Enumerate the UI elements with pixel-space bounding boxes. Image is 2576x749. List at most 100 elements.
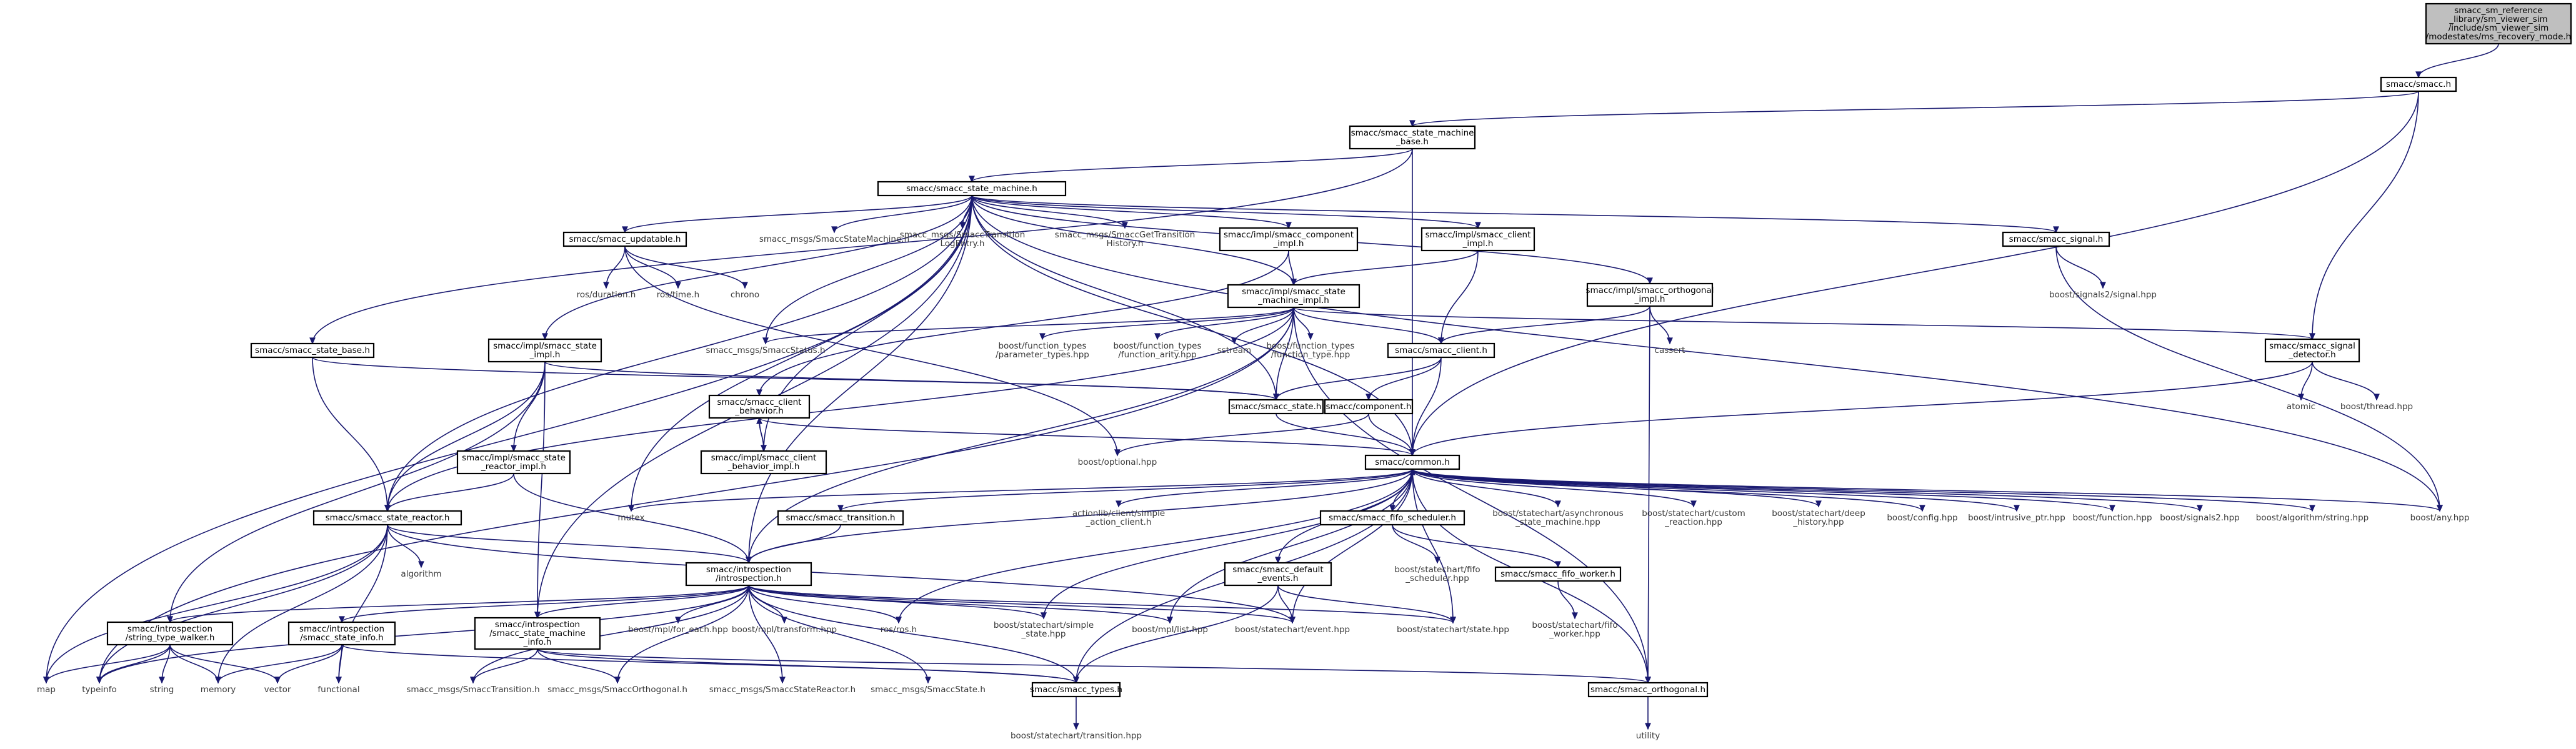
node-sc-state[interactable]: boost/statechart/state.hpp — [1397, 625, 1509, 635]
node-label: _reactor_impl.h — [481, 462, 546, 472]
node-atomic[interactable]: atomic — [2287, 402, 2315, 412]
node-state-reactor[interactable]: smacc/smacc_state_reactor.h — [312, 510, 462, 526]
node-client-behavior-impl[interactable]: smacc/impl/smacc_client_behavior_impl.h — [700, 450, 827, 475]
node-state-h[interactable]: smacc/smacc_state.h — [1228, 399, 1324, 415]
node-ros-h[interactable]: ros/ros.h — [881, 625, 917, 635]
node-signals2-hpp[interactable]: boost/signals2.hpp — [2160, 513, 2240, 523]
node-state-info[interactable]: smacc/introspection/smacc_state_info.h — [287, 621, 396, 646]
node-msg-status[interactable]: smacc_msgs/SmaccStatus.h — [706, 345, 825, 355]
node-mutex[interactable]: mutex — [617, 513, 644, 523]
node-string-type-walker[interactable]: smacc/introspection/string_type_walker.h — [106, 621, 234, 646]
node-mpl-for-each[interactable]: boost/mpl/for_each.hpp — [628, 625, 728, 635]
node-msg-state[interactable]: smacc_msgs/SmaccState.h — [871, 685, 986, 695]
edge-state-reactor-to-sc-event — [387, 524, 1295, 624]
node-msg-state-reactor[interactable]: smacc_msgs/SmaccStateReactor.h — [709, 685, 856, 695]
node-sc-simple-state[interactable]: boost/statechart/simple_state.hpp — [994, 620, 1094, 639]
arrowhead — [762, 337, 769, 345]
node-memory[interactable]: memory — [201, 685, 236, 695]
edge-transition-h-to-introspection-h — [746, 524, 841, 564]
node-state-machine-base[interactable]: smacc/smacc_state_machine_base.h — [1349, 125, 1476, 150]
node-updatable[interactable]: smacc/smacc_updatable.h — [562, 231, 687, 247]
node-vector[interactable]: vector — [264, 685, 291, 695]
node-label: smacc_msgs/SmaccStateMachine.h — [759, 234, 909, 244]
node-state-machine[interactable]: smacc/smacc_state_machine.h — [877, 181, 1067, 197]
node-sstream[interactable]: sstream — [1217, 345, 1251, 355]
node-client-impl[interactable]: smacc/impl/smacc_client_impl.h — [1420, 227, 1535, 252]
node-typeinfo[interactable]: typeinfo — [82, 685, 116, 695]
node-sc-deep[interactable]: boost/statechart/deep_history.hpp — [1772, 508, 1865, 527]
node-sc-async[interactable]: boost/statechart/asynchronous_state_mach… — [1492, 508, 1624, 527]
node-sc-fifo-scheduler[interactable]: boost/statechart/fifo_scheduler.hpp — [1394, 565, 1480, 583]
node-msg-transition[interactable]: smacc_msgs/SmaccTransition.h — [406, 685, 539, 695]
arrowhead — [2309, 505, 2315, 512]
node-functional[interactable]: functional — [317, 685, 359, 695]
node-smacc-h[interactable]: smacc/smacc.h — [2380, 76, 2457, 92]
node-algorithm-string[interactable]: boost/algorithm/string.hpp — [2256, 513, 2369, 523]
node-fifo-scheduler[interactable]: smacc/smacc_fifo_scheduler.h — [1319, 510, 1465, 526]
node-signal-detector[interactable]: smacc/smacc_signal_detector.h — [2264, 338, 2360, 363]
node-label: smacc/smacc_signal — [2269, 341, 2355, 351]
node-fifo-worker[interactable]: smacc/smacc_fifo_worker.h — [1494, 566, 1622, 582]
node-thread-hpp[interactable]: boost/thread.hpp — [2340, 402, 2413, 412]
node-state-reactor-impl[interactable]: smacc/impl/smacc_state_reactor_impl.h — [456, 450, 571, 475]
node-action-client[interactable]: actionlib/client/simple_action_client.h — [1072, 508, 1165, 527]
edge-introspection-h-to-msg-state — [748, 585, 931, 684]
node-label: _history.hpp — [1792, 517, 1844, 527]
node-mpl-list[interactable]: boost/mpl/list.hpp — [1132, 625, 1208, 635]
node-ros-duration[interactable]: ros/duration.h — [577, 290, 636, 300]
node-string[interactable]: string — [150, 685, 174, 695]
node-function-hpp[interactable]: boost/function.hpp — [2072, 513, 2152, 523]
node-sc-custom[interactable]: boost/statechart/custom_reaction.hpp — [1642, 508, 1745, 527]
node-msg-state-machine[interactable]: smacc_msgs/SmaccStateMachine.h — [759, 234, 909, 244]
node-mpl-transform[interactable]: boost/mpl/transform.hpp — [732, 625, 837, 635]
arrowhead — [1450, 617, 1456, 624]
node-component-impl[interactable]: smacc/impl/smacc_component_impl.h — [1219, 227, 1359, 252]
node-box — [685, 562, 812, 587]
node-ft-param-types[interactable]: boost/function_types/parameter_types.hpp — [996, 341, 1089, 360]
node-sc-transition[interactable]: boost/statechart/transition.hpp — [1011, 731, 1142, 741]
node-state-impl[interactable]: smacc/impl/smacc_state_impl.h — [487, 338, 602, 363]
node-state-base[interactable]: smacc/smacc_state_base.h — [250, 342, 375, 359]
node-ft-type[interactable]: boost/function_types/function_type.hpp — [1266, 341, 1354, 360]
node-state-machine-impl[interactable]: smacc/impl/smacc_state_machine_impl.h — [1227, 284, 1360, 309]
node-types-h[interactable]: smacc/smacc_types.h — [1030, 682, 1122, 698]
node-introspection-h[interactable]: smacc/introspection/introspection.h — [685, 562, 812, 587]
node-cassert[interactable]: cassert — [1655, 345, 1685, 355]
node-client-behavior[interactable]: smacc/smacc_client_behavior.h — [708, 394, 811, 419]
arrowhead — [628, 505, 634, 512]
node-label: smacc/smacc_state_machine.h — [906, 184, 1037, 194]
node-orthogonal-impl[interactable]: smacc/impl/smacc_orthogonal_impl.h — [1586, 282, 1714, 307]
node-optional-hpp[interactable]: boost/optional.hpp — [1078, 457, 1157, 467]
arrowhead — [1409, 468, 1415, 475]
node-signal-h[interactable]: smacc/smacc_signal.h — [2002, 231, 2110, 247]
node-algorithm[interactable]: algorithm — [401, 569, 441, 579]
node-box — [1319, 510, 1465, 526]
arrowhead — [418, 561, 424, 568]
node-common-h[interactable]: smacc/common.h — [1364, 454, 1460, 470]
node-sc-event[interactable]: boost/statechart/event.hpp — [1235, 625, 1350, 635]
node-sc-fifo-worker[interactable]: boost/statechart/fifo_worker.hpp — [1532, 620, 1617, 639]
node-component-h[interactable]: smacc/component.h — [1324, 399, 1414, 415]
node-ft-arity[interactable]: boost/function_types/function_arity.hpp — [1113, 341, 1201, 360]
node-client-h[interactable]: smacc/smacc_client.h — [1387, 342, 1495, 359]
node-label: smacc/smacc_state_reactor.h — [326, 513, 450, 523]
node-msg-orthogonal[interactable]: smacc_msgs/SmaccOrthogonal.h — [547, 685, 687, 695]
node-intrusive-ptr[interactable]: boost/intrusive_ptr.hpp — [1968, 513, 2065, 523]
node-ros-time[interactable]: ros/time.h — [657, 290, 699, 300]
edge-introspection-h-to-mpl-list — [748, 585, 1173, 624]
node-root[interactable]: smacc_sm_reference_library/sm_viewer_sim… — [2425, 2, 2572, 45]
node-signals2-signal[interactable]: boost/signals2/signal.hpp — [2049, 290, 2157, 300]
node-utility[interactable]: utility — [1636, 731, 1660, 741]
node-label: algorithm — [401, 569, 441, 579]
node-default-events[interactable]: smacc/smacc_default_events.h — [1224, 562, 1332, 587]
node-map[interactable]: map — [37, 685, 56, 695]
node-chrono[interactable]: chrono — [731, 290, 759, 300]
node-any-hpp[interactable]: boost/any.hpp — [2410, 513, 2470, 523]
node-sm-info[interactable]: smacc/introspection/smacc_state_machine_… — [474, 617, 601, 650]
node-transition-h[interactable]: smacc/smacc_transition.h — [777, 510, 904, 526]
node-config-hpp[interactable]: boost/config.hpp — [1887, 513, 1957, 523]
node-orthogonal-h[interactable]: smacc/smacc_orthogonal.h — [1587, 682, 1709, 698]
node-box — [1324, 399, 1414, 415]
